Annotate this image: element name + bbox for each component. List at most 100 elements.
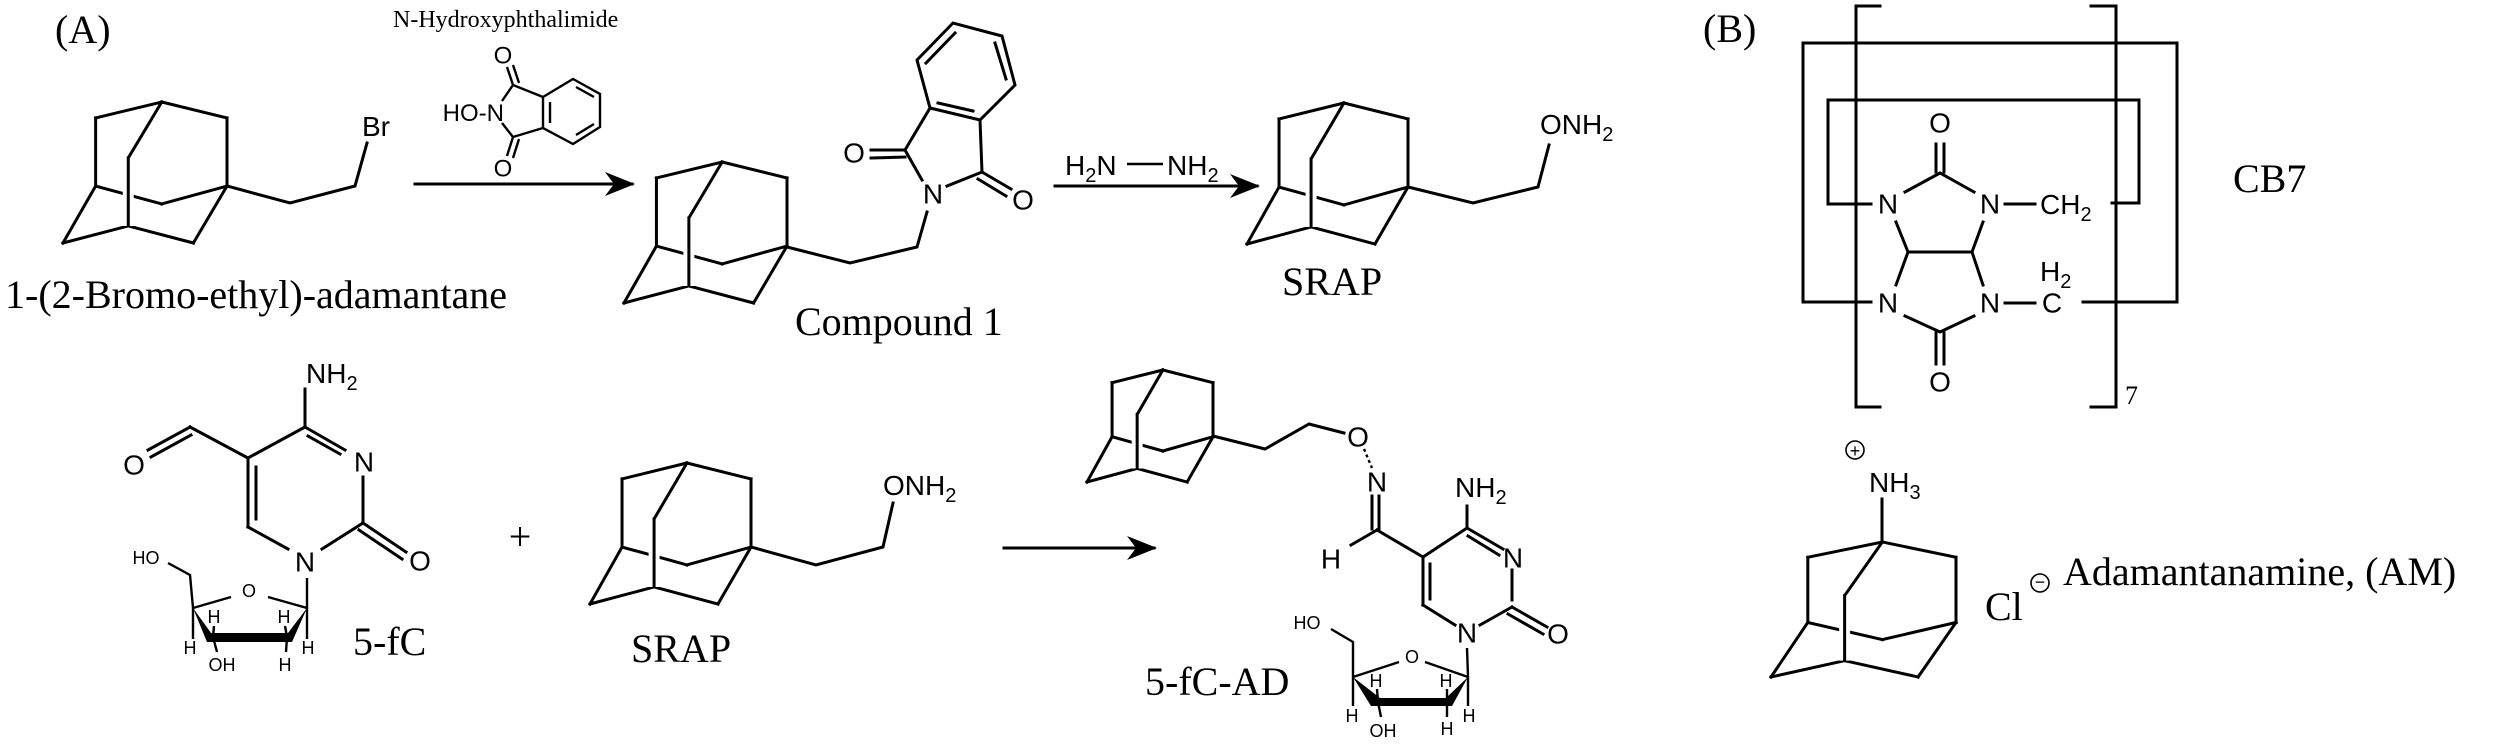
5fc-sugar-bonds	[167, 561, 309, 653]
atom-onh2: ONH2	[1540, 109, 1613, 146]
atom-br: Br	[362, 111, 390, 142]
plus-sign: +	[509, 514, 532, 559]
atom-o: O	[1929, 367, 1951, 398]
adamantane-bond	[1768, 620, 1810, 680]
atom-h: H	[1463, 706, 1476, 726]
compound-name-5fc: 5-fC	[353, 619, 426, 664]
adamantane-bond	[1372, 184, 1411, 247]
macrocycle-outer-link	[1801, 41, 2179, 304]
atom-h: H	[278, 607, 291, 627]
atom-o-ring: O	[242, 581, 256, 601]
atom-h: H	[1321, 544, 1341, 575]
reagent-hydrazine-right: NH2	[1167, 150, 1219, 187]
adamantane-bond	[1245, 225, 1313, 246]
adamantane-bond	[720, 160, 789, 180]
adamantane-bromoethyl	[60, 99, 230, 246]
adamantane-bond	[1842, 539, 1885, 598]
adamantane-bond	[1277, 101, 1346, 121]
5fc-ad-sugar-bold-bond	[1353, 677, 1468, 706]
atom-oh: OH	[209, 655, 236, 675]
5fc-structure: NH2 N N O O O HO H H H OH H H	[123, 358, 431, 675]
adamantane-bond	[1110, 368, 1165, 385]
adamantane-bond	[191, 183, 230, 246]
compound-name-srap-2: SRAP	[631, 626, 731, 671]
atom-h: H	[1440, 671, 1453, 691]
adamantane-bond	[93, 100, 164, 120]
macrocycle-inner-link	[1826, 98, 2141, 206]
adamantane-bond	[1915, 620, 1959, 680]
srap-structure-2: ONH2	[749, 470, 956, 567]
atom-h: H	[208, 607, 221, 627]
atom-h2: H2	[2040, 256, 2071, 293]
atom-n: N	[1503, 543, 1523, 574]
atom-o-ring: O	[1405, 647, 1419, 667]
adamantane-srap	[1244, 100, 1411, 247]
adamantane-bond	[1842, 658, 1920, 679]
adamantane-bond	[1769, 658, 1847, 679]
bromoethyl-adamantane-structure: Br	[225, 111, 390, 205]
adamantane-bond	[1135, 466, 1190, 484]
adamantane-bond	[1160, 434, 1215, 453]
atom-o: O	[843, 138, 865, 169]
adamantane-bond	[715, 544, 754, 607]
atom-o: O	[409, 546, 431, 577]
adamantanamine-structure: + NH3 Cl −	[1845, 440, 2050, 629]
adamantane-5fc-ad	[1084, 367, 1216, 485]
atom-h: H	[1346, 706, 1359, 726]
atom-n: N	[1457, 618, 1477, 649]
adamantane-bond	[685, 545, 753, 567]
compound-name-cb7: CB7	[2233, 156, 2306, 201]
atom-h: H	[1370, 671, 1383, 691]
adamantane-bond	[159, 184, 229, 206]
atom-o: O	[1347, 422, 1369, 453]
adamantane-bond	[1085, 466, 1139, 484]
adamantane-bond	[620, 461, 689, 481]
atom-nh2: NH2	[1455, 472, 1507, 509]
adamantane-bond	[159, 100, 229, 120]
repeat-bracket-left	[1854, 4, 1882, 409]
atom-nh3: NH3	[1869, 467, 1921, 504]
atom-h: H	[279, 655, 292, 675]
atom-onh2: ONH2	[883, 470, 956, 507]
adamantane-bond	[126, 99, 164, 161]
adamantane-bond	[587, 544, 625, 607]
adamantane-bond	[61, 224, 131, 245]
adamantane-bond	[60, 183, 98, 246]
compound-name-5fc-ad: 5-fC-AD	[1145, 659, 1289, 704]
atom-n: N	[1878, 189, 1898, 220]
atom-o: O	[1012, 185, 1034, 216]
atom-h: H	[1441, 719, 1454, 739]
adamantane-bond	[1185, 434, 1216, 485]
repeat-bracket-right	[2089, 4, 2118, 409]
5fc-base-bonds	[145, 387, 409, 562]
adamantane-bond	[622, 284, 691, 305]
adamantane-bond	[1342, 101, 1410, 121]
adamantane-bond	[1309, 225, 1377, 246]
positive-charge-sign: +	[1850, 441, 1861, 461]
reagent-hydrazine-left: H2N	[1065, 150, 1117, 187]
reagent-bonds	[501, 64, 602, 159]
adamantane-bond	[1161, 368, 1215, 385]
atom-n: N	[354, 447, 374, 478]
atom-n: N	[1367, 467, 1387, 498]
negative-charge-sign: −	[2035, 572, 2046, 592]
atom-ho: HO	[1294, 613, 1321, 633]
adamantane-bond	[1309, 100, 1346, 162]
atom-o: O	[1547, 619, 1569, 650]
compound-name-compound-1: Compound 1	[795, 299, 1003, 344]
adamantane-bond	[720, 244, 789, 266]
atom-o: O	[494, 156, 513, 183]
adamantane-bond	[621, 243, 659, 306]
atom-o: O	[123, 450, 145, 481]
atom-n: N	[1980, 288, 2000, 319]
repeat-count: 7	[2125, 381, 2138, 410]
srap-structure: ONH2	[1406, 109, 1613, 205]
atom-o: O	[1929, 108, 1951, 139]
negative-charge-icon	[2030, 573, 2050, 593]
5fc-ad-structure: O N H NH2 N N O O HO H H H OH H H	[1211, 422, 1569, 741]
compound-name-adamantanamine: Adamantanamine, (AM)	[2063, 549, 2456, 594]
atom-n: N	[1878, 288, 1898, 319]
adamantane-amine	[1768, 539, 1959, 680]
srap-chain-bonds	[749, 501, 895, 567]
